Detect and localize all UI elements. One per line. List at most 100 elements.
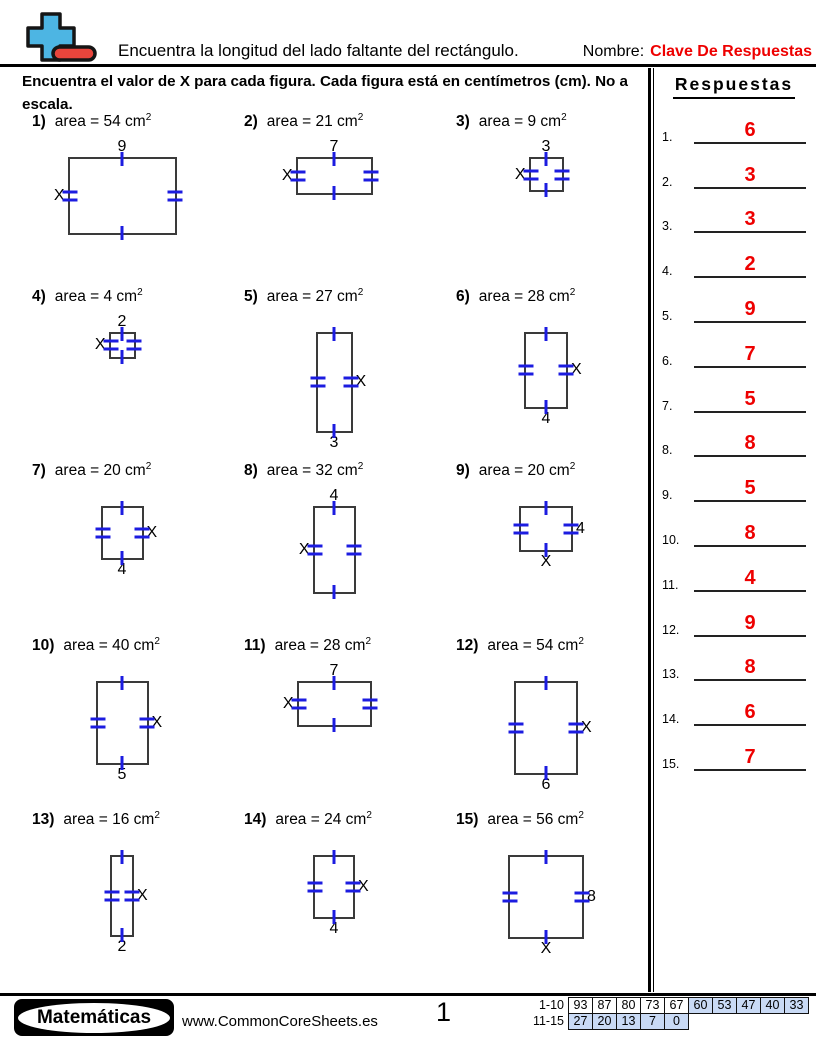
area-text: area = 4 cm [54,287,138,305]
problem-header: 14)area = 24 cm2 [244,810,448,829]
double-tick-left [95,527,110,539]
rectangle [62,152,182,241]
footer-rule [0,993,816,996]
figure-body: 3 X [506,137,587,212]
problem-header: 9)area = 20 cm2 [456,461,644,480]
side-label-bottom: 5 [117,765,127,783]
figure-body: X 6 [491,661,601,795]
figure-middle: X [45,152,200,241]
page-number: 1 [436,997,452,1027]
problem-number: 1) [32,113,46,131]
problem-number: 11) [244,636,266,654]
area-label: area = 28 cm2 [479,287,575,306]
tick-top [332,850,336,865]
area-label: area = 54 cm2 [487,636,583,655]
rectangle [291,675,377,732]
answer-number: 11. [662,577,679,592]
header-rule [0,64,816,67]
problem-number: 9) [456,462,470,480]
rectangle [90,675,154,770]
answer-number: 14. [662,712,680,727]
tick-top [544,326,548,341]
problem-1: 1) area = 54 cm2 9 X [24,112,236,287]
side-label-bottom: 2 [117,938,127,956]
double-tick-right [126,339,141,351]
problem-number: 12) [456,636,479,654]
figure: X 4 [32,486,212,580]
double-tick-right [343,376,358,388]
double-tick-left [307,881,323,893]
problem-13: 13)area = 16 cm2 X 2 [24,810,236,985]
answer-value: 7 [694,344,806,368]
header-row: Encuentra la longitud del lado faltante … [118,41,812,61]
side-label-top: 4 [329,487,339,505]
answer-number: 12. [662,622,680,637]
side-label-top: 7 [329,661,339,679]
answer-row: 11.4 [662,547,806,592]
tick-bottom [544,399,548,414]
tick-bottom [120,551,124,566]
figure: 3 X [456,137,636,212]
area-text: area = 24 cm [275,811,367,829]
tick-top [544,850,548,865]
figure-middle: 8 [485,850,607,945]
answer-row: 13.8 [662,637,806,682]
side-label-bottom: 4 [329,920,339,938]
double-tick-left [62,190,77,202]
double-tick-right [134,527,149,539]
area-label: area = 40 cm2 [63,636,159,655]
figure-body: 8 X [485,835,607,959]
answer-value: 7 [694,747,806,771]
side-label-left: X [53,187,65,205]
area-label: area = 21 cm2 [267,112,363,131]
tick-bottom [332,423,336,438]
problem-7: 7)area = 20 cm2 X 4 [24,461,236,636]
figure-middle: X [86,326,159,364]
answer-value: 3 [694,165,806,189]
side-label-bottom: X [540,940,552,958]
side-label-bottom: X [540,553,552,571]
score-row: 1-10 93 87 80 73 67 60 53 47 40 33 [528,997,814,1014]
problem-header: 1) area = 54 cm2 [32,112,236,131]
area-label: area = 24 cm2 [275,810,371,829]
rectangle [104,850,140,943]
area-exponent: 2 [154,635,160,647]
area-exponent: 2 [569,286,576,298]
problem-header: 4)area = 4 cm2 [32,287,236,306]
area-text: area = 32 cm [266,462,358,480]
problem-header: 6)area = 28 cm2 [456,287,644,306]
problem-number: 15) [456,811,479,829]
tick-top [332,675,336,690]
side-label-right: X [355,373,367,391]
side-label-top: 9 [117,138,127,156]
tick-bottom [332,717,336,732]
area-text: area = 54 cm [487,636,579,654]
double-tick-right [554,169,569,181]
area-exponent: 2 [569,461,576,472]
area-exponent: 2 [357,286,364,298]
instructions: Encuentra el valor de X para cada figura… [22,73,629,113]
score-cell: 47 [736,997,761,1014]
figure: 4 X [244,486,424,614]
score-cell: 13 [616,1013,641,1030]
score-row-label: 11-15 [532,1014,564,1028]
area-exponent: 2 [578,810,584,821]
area-text: area = 54 cm [54,113,146,131]
area-label: area = 27 cm2 [267,287,363,306]
score-row-label: 1-10 [538,998,564,1012]
problem-14: 14)area = 24 cm2 X 4 [236,810,448,985]
tick-bottom [120,349,124,364]
score-cell: 20 [592,1013,617,1030]
answer-number: 6. [662,353,673,368]
area-label: area = 54 cm2 [55,112,151,131]
answer-value: 9 [694,613,806,637]
score-cell: 60 [688,997,713,1014]
answer-number: 4. [662,264,673,279]
side-label-top: 3 [541,138,551,156]
area-label: area = 56 cm2 [487,810,583,829]
figure-middle: 4 [496,501,596,558]
answer-number: 5. [662,308,673,323]
double-tick-right [345,881,361,893]
area-text: area = 56 cm [487,811,579,829]
answer-row: 4.2 [662,233,806,279]
